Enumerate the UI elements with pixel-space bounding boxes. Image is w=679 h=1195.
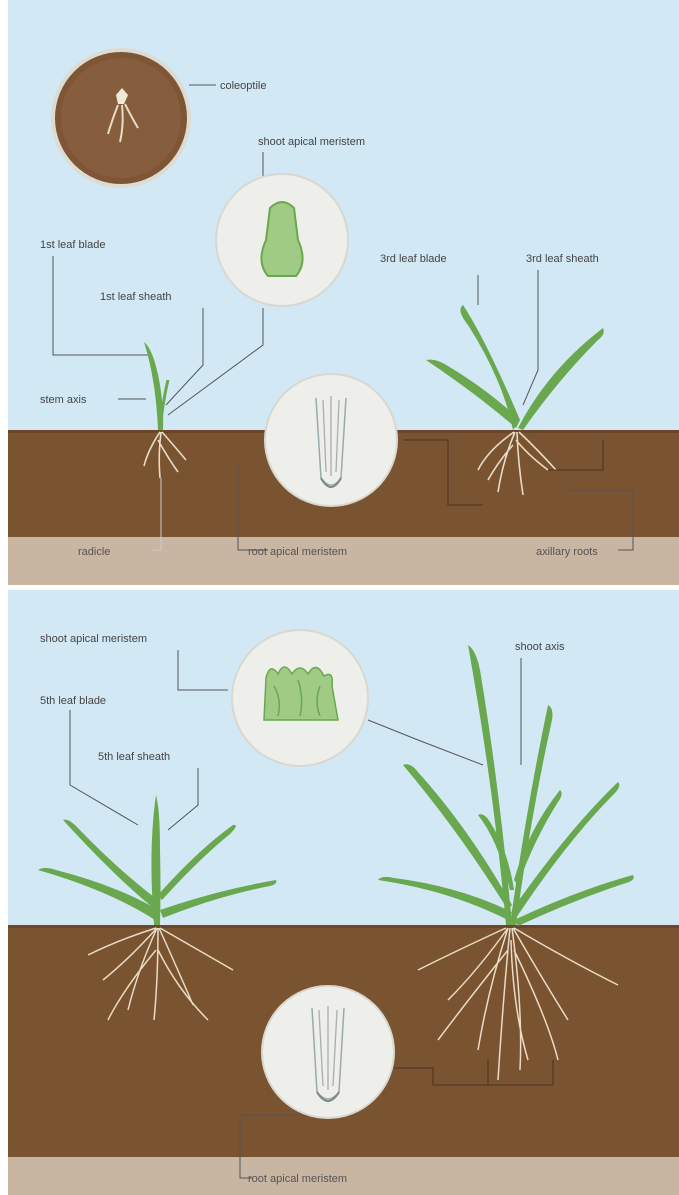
fifth-leaf-blade-label: 5th leaf blade — [40, 695, 106, 707]
coleoptile-label: coleoptile — [220, 80, 266, 92]
stem-axis-label: stem axis — [40, 394, 87, 406]
first-leaf-sheath-label: 1st leaf sheath — [100, 291, 172, 303]
label-band — [8, 537, 679, 585]
root-apical-meristem-magnified-circle — [262, 986, 394, 1118]
shoot-axis-label: shoot axis — [515, 641, 565, 653]
root-apical-meristem-label: root apical meristem — [248, 546, 347, 558]
third-leaf-blade-label: 3rd leaf blade — [380, 253, 447, 265]
axillary-roots-label: axillary roots — [536, 546, 598, 558]
shoot-apical-meristem-label: shoot apical meristem — [40, 633, 147, 645]
radicle-label: radicle — [78, 546, 110, 558]
third-leaf-sheath-label: 3rd leaf sheath — [526, 253, 599, 265]
root-apical-meristem-label: root apical meristem — [248, 1173, 347, 1185]
shoot-apical-meristem-label: shoot apical meristem — [258, 136, 365, 148]
shoot-apical-meristem-magnified-circle — [232, 630, 368, 766]
coleoptile-magnified-circle — [53, 50, 189, 186]
first-leaf-blade-label: 1st leaf blade — [40, 239, 105, 251]
mature-stage-panel: shoot apical meristem shoot axis 5th lea… — [8, 590, 679, 1195]
fifth-leaf-sheath-label: 5th leaf sheath — [98, 751, 170, 763]
seedling-stage-panel: coleoptile shoot apical meristem 1st lea… — [8, 0, 679, 585]
seedling-stage-illustration: coleoptile shoot apical meristem 1st lea… — [8, 0, 679, 585]
mature-stage-illustration: shoot apical meristem shoot axis 5th lea… — [8, 590, 679, 1195]
shoot-apical-meristem-magnified-circle — [216, 174, 348, 306]
root-apical-meristem-magnified-circle — [265, 374, 397, 506]
